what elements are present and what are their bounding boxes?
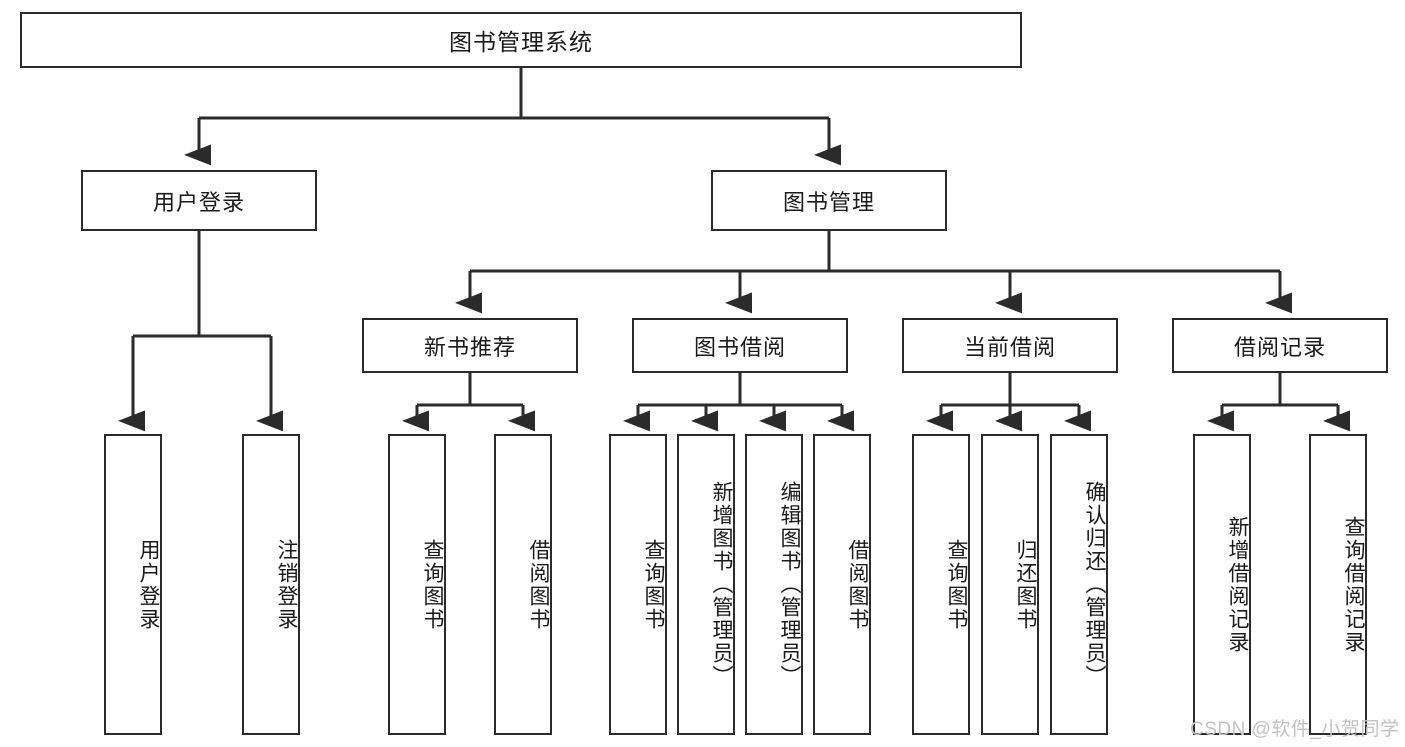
- leaf-label: 查询借阅记录: [1342, 515, 1365, 654]
- node-new-book-recommend[interactable]: 新书推荐: [362, 318, 578, 373]
- leaf-new-book-query[interactable]: 查询图书: [388, 434, 446, 735]
- leaf-label: 用户登录: [137, 538, 160, 631]
- leaf-label: 编辑图书（管理员）: [778, 481, 801, 688]
- node-current-borrow[interactable]: 当前借阅: [902, 318, 1118, 373]
- leaf-label: 查询图书: [642, 538, 665, 631]
- leaf-borrow-record-add[interactable]: 新增借阅记录: [1193, 434, 1251, 735]
- leaf-book-borrow-add[interactable]: 新增图书（管理员）: [677, 434, 735, 735]
- leaf-borrow-record-query[interactable]: 查询借阅记录: [1309, 434, 1367, 735]
- watermark-text: CSDN @软件_小贺同学: [1190, 719, 1400, 740]
- leaf-label: 新增借阅记录: [1226, 515, 1249, 654]
- leaf-book-borrow-query[interactable]: 查询图书: [609, 434, 667, 735]
- node-borrow-record[interactable]: 借阅记录: [1172, 318, 1388, 373]
- leaf-book-borrow-edit[interactable]: 编辑图书（管理员）: [745, 434, 803, 735]
- leaf-current-borrow-return[interactable]: 归还图书: [981, 434, 1039, 735]
- leaf-label: 借阅图书: [527, 538, 550, 631]
- leaf-label: 查询图书: [945, 538, 968, 631]
- leaf-label: 借阅图书: [846, 538, 869, 631]
- leaf-current-borrow-query[interactable]: 查询图书: [912, 434, 970, 735]
- node-book-management[interactable]: 图书管理: [711, 170, 947, 231]
- leaf-book-borrow-borrow[interactable]: 借阅图书: [813, 434, 871, 735]
- leaf-user-login-login[interactable]: 用户登录: [104, 434, 162, 735]
- leaf-new-book-borrow[interactable]: 借阅图书: [494, 434, 552, 735]
- leaf-label: 归还图书: [1014, 538, 1037, 631]
- leaf-label: 确认归还（管理员）: [1083, 481, 1106, 688]
- node-user-login[interactable]: 用户登录: [81, 170, 317, 231]
- leaf-user-login-logout[interactable]: 注销登录: [242, 434, 300, 735]
- leaf-label: 注销登录: [275, 538, 298, 631]
- node-root-book-management-system[interactable]: 图书管理系统: [20, 12, 1022, 68]
- leaf-label: 新增图书（管理员）: [710, 481, 733, 688]
- leaf-current-borrow-confirm-return[interactable]: 确认归还（管理员）: [1050, 434, 1108, 735]
- leaf-label: 查询图书: [421, 538, 444, 631]
- node-book-borrow[interactable]: 图书借阅: [632, 318, 848, 373]
